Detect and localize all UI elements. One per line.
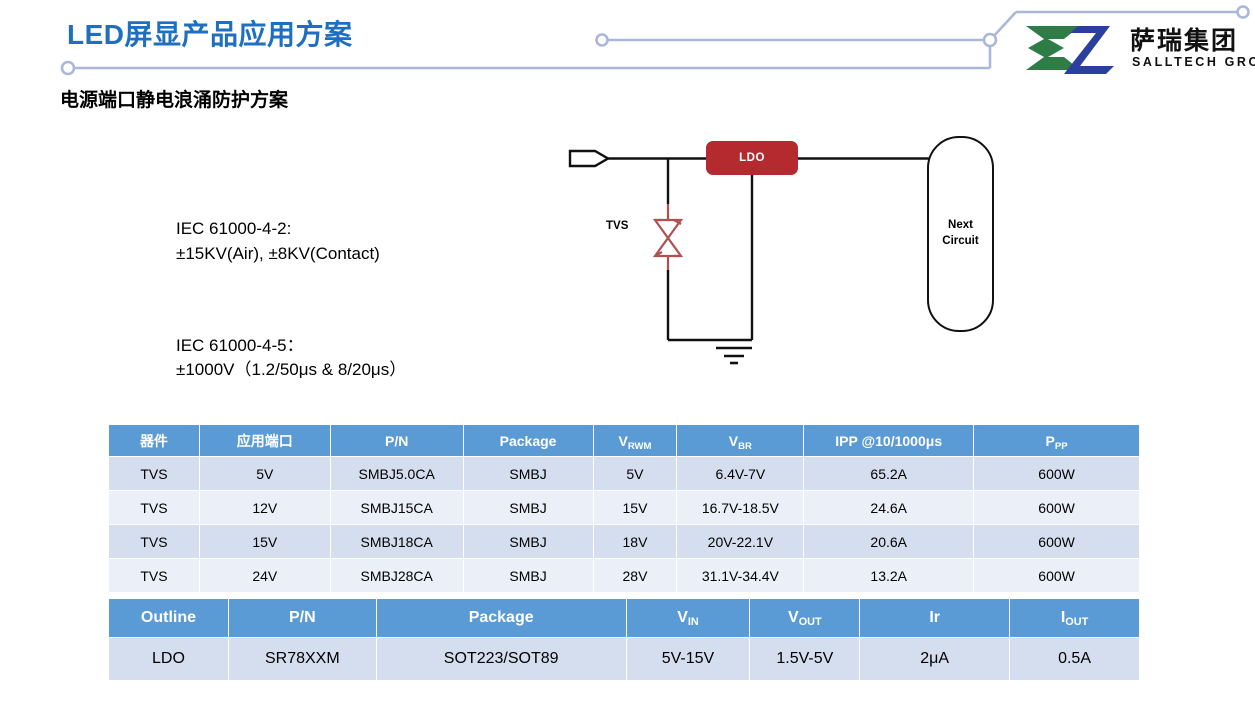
cell-5: 2μA	[859, 637, 1011, 681]
cell-7: 600W	[973, 524, 1140, 559]
cell-5: 31.1V-34.4V	[676, 558, 805, 593]
cell-2: SMBJ18CA	[329, 524, 464, 559]
section-subtitle: 电源端口静电浪涌防护方案	[60, 90, 289, 111]
column-header-subscript: OUT	[798, 616, 822, 629]
ground-symbol-icon	[716, 346, 752, 365]
column-header-subscript: BR	[738, 440, 752, 452]
cell-6: 13.2A	[803, 558, 975, 593]
cell-2: SOT223/SOT89	[375, 637, 627, 681]
cell-6: 0.5A	[1009, 637, 1140, 681]
next-circuit-label: Next Circuit	[942, 219, 979, 247]
spec-text-block: IEC 61000-4-2: ±15KV(Air), ±8KV(Contact)…	[176, 168, 406, 524]
next-circuit-block: Next Circuit	[927, 136, 994, 332]
cell-2: SMBJ15CA	[329, 490, 464, 525]
page-title: LED屏显产品应用方案	[67, 19, 353, 50]
cell-4: 5V	[592, 456, 678, 491]
column-header-3: VIN	[625, 598, 751, 638]
circuit-schematic-svg	[568, 149, 930, 365]
cell-4: 15V	[592, 490, 678, 525]
cell-1: 24V	[198, 558, 331, 593]
circuit-diagram: LDO TVS Next Circuit	[540, 120, 1040, 390]
logo-name-en: SALLTECH GROUP	[1132, 55, 1255, 69]
column-header-2: P/N	[329, 424, 464, 457]
column-header-0: 器件	[108, 424, 200, 457]
ldo-block: LDO	[706, 141, 798, 175]
column-header-2: Package	[375, 598, 627, 638]
cell-1: SR78XXM	[227, 637, 377, 681]
column-header-3: Package	[462, 424, 594, 457]
column-header-7: PPP	[973, 424, 1140, 457]
cell-4: 1.5V-5V	[749, 637, 861, 681]
cell-0: LDO	[108, 637, 229, 681]
column-header-6: IOUT	[1009, 598, 1140, 638]
cell-1: 15V	[198, 524, 331, 559]
cell-7: 600W	[973, 490, 1140, 525]
tvs-diode-icon	[652, 204, 684, 272]
cell-3: SMBJ	[462, 456, 594, 491]
cell-7: 600W	[973, 558, 1140, 593]
column-header-4: VRWM	[592, 424, 678, 457]
cell-1: 12V	[198, 490, 331, 525]
column-header-6: IPP @10/1000μs	[803, 424, 975, 457]
cell-3: SMBJ	[462, 524, 594, 559]
cell-4: 28V	[592, 558, 678, 593]
cell-0: TVS	[108, 490, 200, 525]
column-header-4: VOUT	[749, 598, 861, 638]
logo-mark-icon	[1026, 26, 1114, 74]
cell-6: 24.6A	[803, 490, 975, 525]
cell-0: TVS	[108, 524, 200, 559]
cell-5: 16.7V-18.5V	[676, 490, 805, 525]
column-header-5: VBR	[676, 424, 805, 457]
cell-6: 65.2A	[803, 456, 975, 491]
cell-4: 18V	[592, 524, 678, 559]
cell-2: SMBJ28CA	[329, 558, 464, 593]
column-header-subscript: RWM	[627, 440, 652, 452]
column-header-0: Outline	[108, 598, 229, 638]
cell-5: 6.4V-7V	[676, 456, 805, 491]
company-logo: 萨瑞集团 SALLTECH GROUP	[1018, 22, 1255, 78]
cell-1: 5V	[198, 456, 331, 491]
cell-3: SMBJ	[462, 558, 594, 593]
cell-7: 600W	[973, 456, 1140, 491]
cell-6: 20.6A	[803, 524, 975, 559]
cell-3: SMBJ	[462, 490, 594, 525]
spec-block-surge: IEC 61000-4-5： ±1000V（1.2/50μs & 8/20μs）	[176, 335, 407, 380]
cell-2: SMBJ5.0CA	[329, 456, 464, 491]
cell-0: TVS	[108, 558, 200, 593]
tvs-label: TVS	[606, 220, 629, 232]
cell-3: 5V-15V	[625, 637, 751, 681]
column-header-1: P/N	[227, 598, 377, 638]
column-header-1: 应用端口	[198, 424, 331, 457]
column-header-subscript: OUT	[1065, 616, 1089, 629]
cell-5: 20V-22.1V	[676, 524, 805, 559]
column-header-5: Ir	[859, 598, 1011, 638]
column-header-subscript: PP	[1054, 440, 1068, 452]
input-connector-icon	[568, 149, 611, 168]
column-header-subscript: IN	[687, 616, 699, 629]
logo-name-cn: 萨瑞集团	[1130, 26, 1239, 55]
spec-block-esd: IEC 61000-4-2: ±15KV(Air), ±8KV(Contact)	[176, 219, 380, 263]
cell-0: TVS	[108, 456, 200, 491]
